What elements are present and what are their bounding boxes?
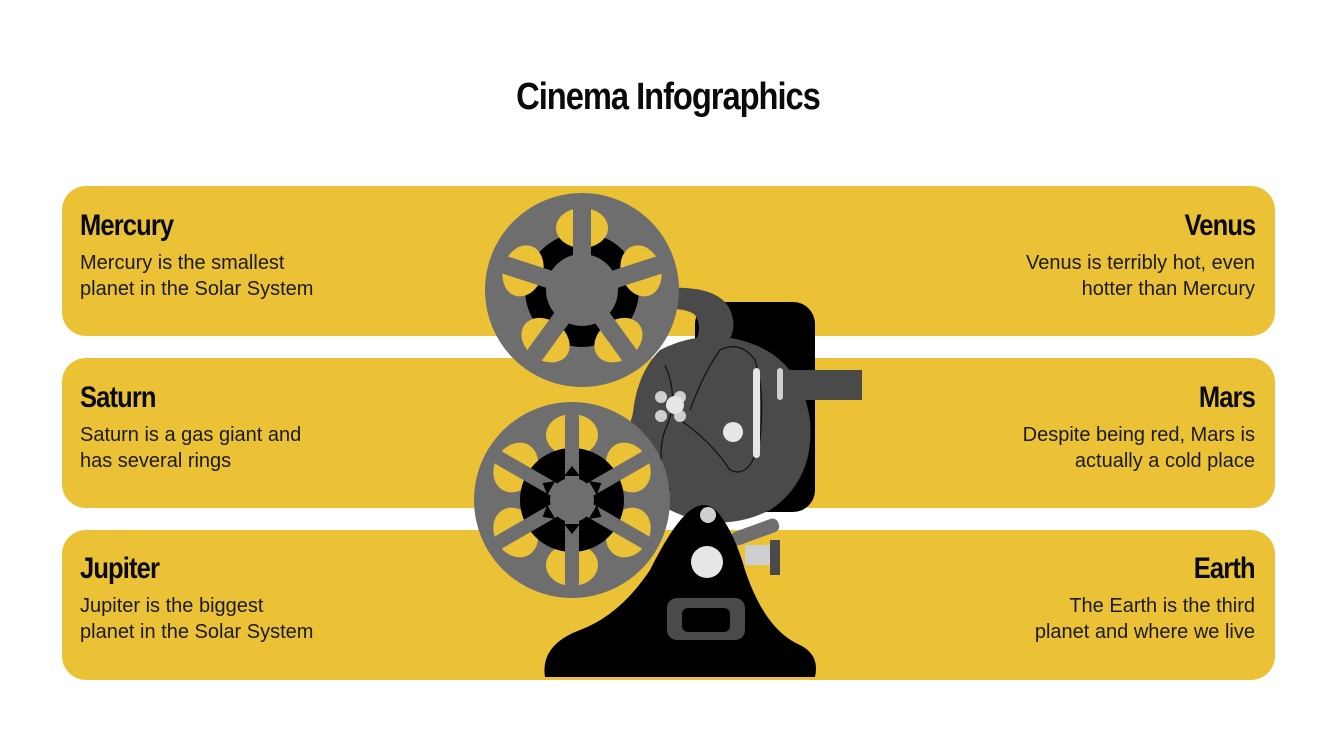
film-projector-icon: [474, 193, 862, 677]
item-heading: Mars: [1198, 381, 1256, 414]
item-heading: Earth: [1194, 552, 1256, 585]
item-heading: Venus: [1184, 209, 1256, 242]
page-title: Cinema Infographics: [516, 76, 821, 118]
item-heading: Jupiter: [80, 552, 160, 585]
item-heading: Mercury: [80, 209, 174, 242]
item-heading: Saturn: [80, 381, 157, 414]
